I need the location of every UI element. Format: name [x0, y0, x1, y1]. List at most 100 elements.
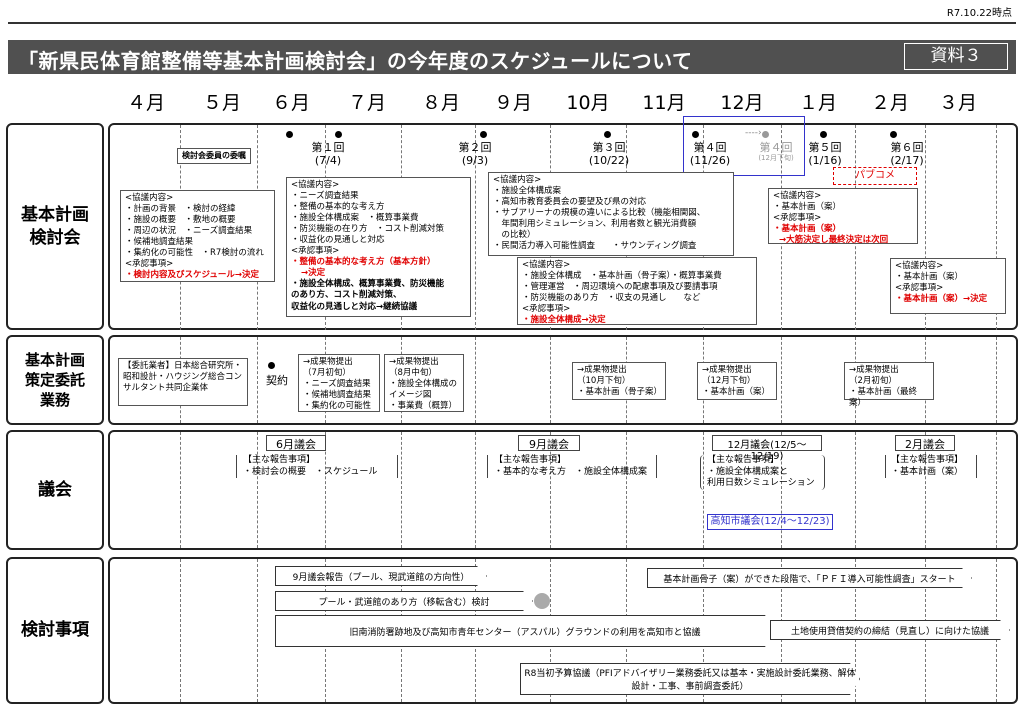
meeting-2-date: (9/3) — [461, 154, 489, 168]
month-5: ８月 — [421, 92, 460, 114]
text-line: →成果物提出 — [702, 365, 752, 375]
month-9: 12月 — [720, 92, 764, 114]
feb-assembly-label: 2月議会 — [895, 435, 955, 451]
agenda-box-5: <協議内容>・基本計画（案）<承認事項> ・基本計画（案） →大筋決定し最終決定… — [768, 188, 918, 246]
text-line: ・検討会の概要 ・スケジュール — [243, 466, 378, 477]
june-assembly-label: 6月議会 — [266, 435, 326, 451]
task-arrow-5: 土地使用貸借契約の締結（見直し）に向けた協議 — [770, 620, 1010, 640]
month-gridline — [925, 432, 926, 548]
meeting-6-label: 第６回(2/17) — [882, 141, 932, 167]
inin-box: 検討会委員の委嘱 — [177, 148, 251, 165]
month-8: 11月 — [642, 92, 686, 114]
text-line: ・候補地調査結果 — [303, 390, 372, 401]
text-line: <承認事項> — [291, 246, 340, 257]
month-6: ９月 — [493, 92, 532, 114]
text-line: <承認事項> — [522, 304, 571, 315]
june-assembly-lines: 【主な報告事項】・検討会の概要 ・スケジュール — [243, 455, 391, 478]
month-gridline — [325, 432, 326, 548]
text-line: ・ニーズ調査結果 — [291, 191, 359, 202]
month-gridline — [925, 125, 926, 330]
month-10: １月 — [798, 92, 837, 114]
month-gridline — [401, 432, 402, 548]
text-line: ・基本計画（案） — [773, 202, 842, 213]
month-gridline — [550, 337, 551, 423]
meeting-3-number: 第３回 — [592, 141, 626, 154]
row-label-text: 基本計画 策定委託 業務 — [24, 350, 85, 410]
deliverable-1-lines: →成果物提出（7月初旬）・ニーズ調査結果・候補地調査結果・集約化の可能性 — [303, 357, 375, 412]
agenda-3-lines: <協議内容>・施設全体構成案・高知市教育委員会の要望及び県の対応・サブアリーナの… — [493, 175, 729, 252]
month-gridline — [550, 432, 551, 548]
contract-dot — [268, 362, 275, 369]
text-line: <協議内容> — [291, 180, 340, 190]
text-line: ・候補地調査結果 — [125, 237, 194, 248]
month-gridline — [475, 337, 476, 423]
month-gridline — [257, 432, 258, 548]
month-1: ４月 — [126, 92, 165, 114]
text-line: ・基本計画（案） — [891, 466, 964, 477]
deliverable-box-2: →成果物提出（8月中旬）・施設全体構成のイメージ図・事業費（概算） — [384, 354, 464, 412]
text-line: イメージ図 — [389, 390, 432, 401]
text-line: （10月下旬） — [577, 376, 631, 387]
meeting-4-label: 第４回(11/26) — [686, 141, 734, 167]
month-gridline — [996, 432, 997, 548]
text-line: ・施設全体構成案 — [493, 186, 562, 197]
text-line: 【主な報告事項】 — [494, 455, 567, 465]
task-arrow-1: 9月議会報告（プール、現武道館の方向性） — [275, 566, 487, 586]
contractor-box: 【委託業者】日本総合研究所・昭和設計・ハウジング総合コンサルタント共同企業体 — [118, 358, 248, 406]
month-gridline — [781, 337, 782, 423]
row-box-kentokai — [108, 123, 1018, 330]
text-line: ・整備の基本的な考え方 — [291, 202, 385, 213]
pubcom-box: パブコメ — [833, 167, 917, 185]
text-line: ・集約化の可能性 ・R7検討の流れ — [125, 248, 264, 259]
text-line: ・施設全体構成、概算事業費、防災機能 — [291, 279, 445, 290]
meeting-5-date: (1/16) — [808, 154, 842, 168]
meeting-3-label: 第３回(10/22) — [584, 141, 634, 167]
text-line: 【主な報告事項】 — [707, 455, 780, 465]
meeting-6-number: 第６回 — [890, 141, 924, 154]
text-line: ・防災機能のあり方 ・収支の見通し など — [522, 293, 701, 304]
title-bar: 「新県民体育館整備等基本計画検討会」の今年度のスケジュールについて 資料３ — [8, 40, 1016, 74]
row-label-text: 議会 — [38, 479, 72, 500]
date-label: R7.10.22時点 — [946, 8, 1012, 19]
text-line: ・集約化の可能性 — [303, 401, 372, 412]
text-line: ・事業費（概算） — [389, 401, 458, 412]
text-line: <協議内容> — [125, 193, 174, 203]
meeting-dot — [480, 131, 487, 138]
meeting-dot — [692, 131, 699, 138]
postpone-arrow: ‑‑‑‑› — [745, 128, 762, 138]
month-gridline — [781, 432, 782, 548]
agenda-2-continue: ・施設全体構成、概算事業費、防災機能のあり方、コスト削減対策、収益化の見通しと対… — [291, 279, 466, 312]
meeting-1-number: 第１回 — [311, 141, 345, 154]
deliverable-5-lines: →成果物提出（2月初旬）・基本計画（最終案） — [849, 365, 929, 409]
text-line: 【主な報告事項】 — [243, 455, 316, 465]
agenda-box-6: <協議内容>・基本計画（案）<承認事項> ・基本計画（案）→決定 — [890, 258, 1006, 314]
text-line: 収益化の見通しと対応→継続協議 — [291, 301, 418, 312]
text-line: <協議内容> — [522, 260, 571, 270]
meeting-dot-gray — [762, 131, 769, 138]
text-line: ・ニーズ調査結果 — [303, 379, 371, 390]
text-line: ・サブアリーナの規模の違いによる比較（機能相関図、 — [493, 208, 706, 219]
deliverable-4-lines: →成果物提出（12月下旬）・基本計画（案） — [702, 365, 772, 398]
month-7: 10月 — [566, 92, 610, 114]
month-gridline — [475, 125, 476, 330]
dec-assembly-label: 12月議会(12/5～12/19) — [712, 435, 822, 462]
text-line: ・管理運営 ・周辺環境への配慮事項及び要請事項 — [522, 282, 718, 293]
text-line: 年間利用シミュレーション、利用者数と観光消費額 — [493, 219, 697, 230]
month-12: ３月 — [938, 92, 977, 114]
deliverable-box-5: →成果物提出（2月初旬）・基本計画（最終案） — [844, 362, 934, 408]
text-line: <承認事項> — [773, 213, 822, 224]
row-box-itaku — [108, 335, 1018, 425]
deliverable-box-1: →成果物提出（7月初旬）・ニーズ調査結果・候補地調査結果・集約化の可能性 — [298, 354, 380, 412]
row-label-kento: 検討事項 — [6, 557, 104, 704]
deliverable-box-4: →成果物提出（12月下旬）・基本計画（案） — [697, 362, 777, 400]
text-line: （7月初旬） — [303, 368, 351, 379]
agenda-6-decision: ・基本計画（案）→決定 — [895, 294, 988, 305]
text-line: ・施設の概要 ・敷地の概要 — [125, 215, 236, 226]
text-line: ・基本的な考え方 ・施設全体構成案 — [494, 466, 648, 477]
row-label-kentokai: 基本計画 検討会 — [6, 123, 104, 330]
month-gridline — [257, 337, 258, 423]
month-gridline — [180, 432, 181, 548]
meeting-dot — [286, 131, 293, 138]
row-box-gikai — [108, 430, 1018, 550]
agenda-5-decision-arrow: →大筋決定し最終決定は次回 — [779, 235, 889, 246]
